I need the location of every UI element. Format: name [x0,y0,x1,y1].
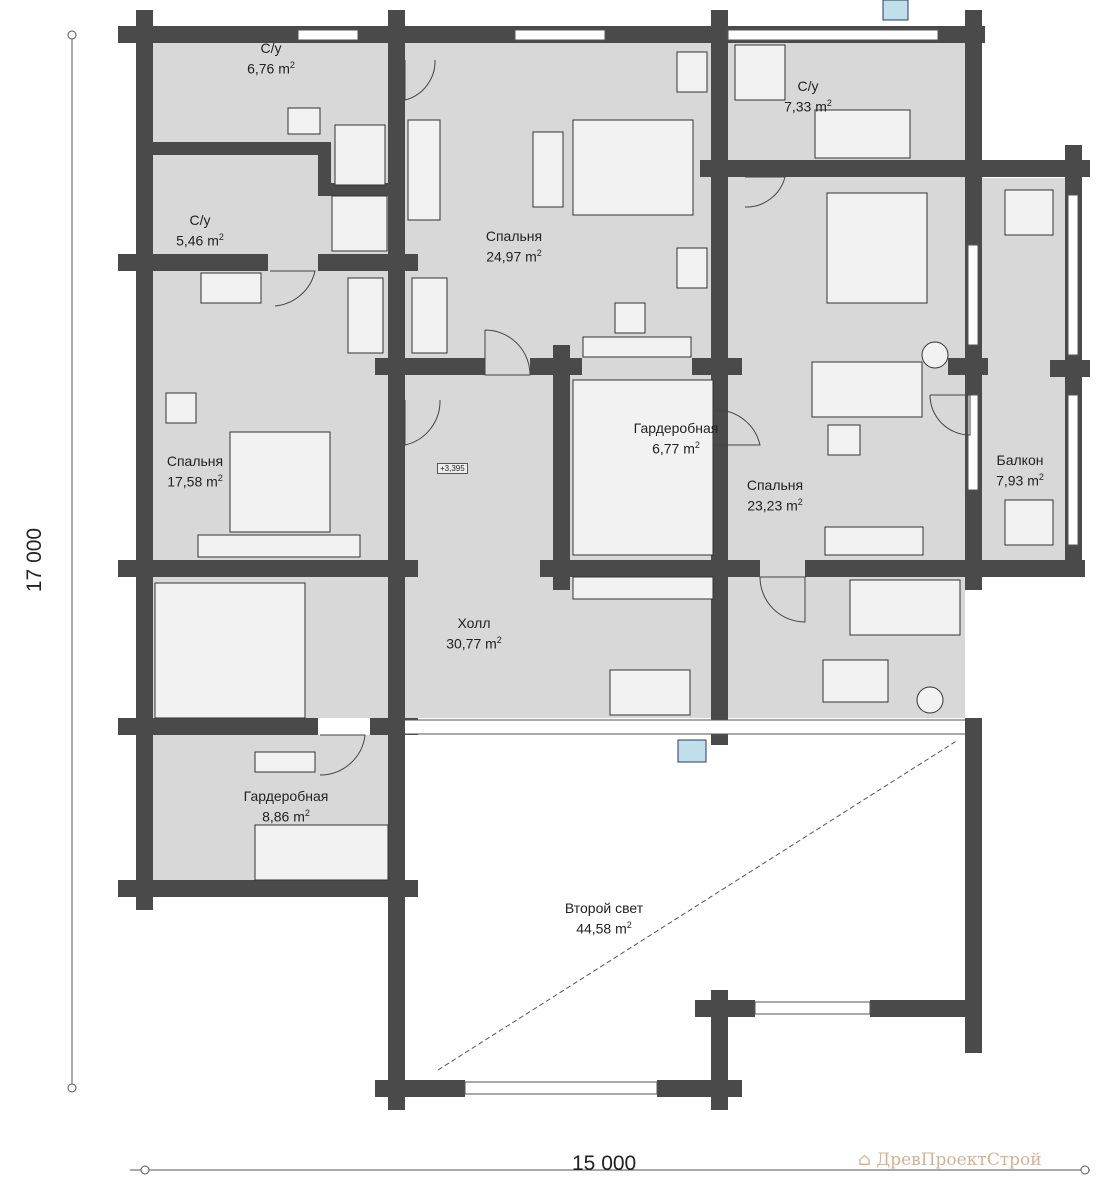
second-light-diagonal [437,739,959,1071]
dimension-height: 17 000 [23,527,47,593]
company-logo: ⌂ ДревПроектСтрой [858,1150,1042,1170]
chimneys [677,0,909,763]
furniture [154,44,1054,881]
bed [826,192,928,304]
dimension-width: 15 000 [572,1152,637,1175]
windows [297,29,1079,1095]
dimension-lines [67,30,1090,1175]
level-mark: +3,395 [437,463,468,474]
bed [229,431,331,533]
doors [270,59,971,776]
house-logo-icon: ⌂ [858,1150,871,1170]
bed [572,119,694,216]
